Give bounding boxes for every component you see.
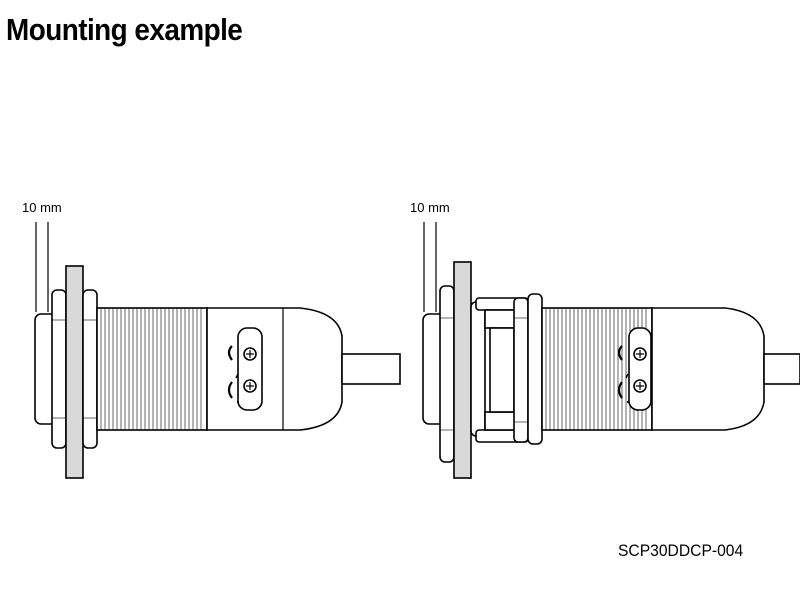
sensor-right-indicator-2 [617,381,623,399]
sensor-left-potentiometer-2 [243,379,257,393]
sensor-right-mounting-panel [453,261,472,479]
sensor-right-potentiometer-1 [633,347,647,361]
sensor-left-thread-lines [100,308,202,430]
sensor-right-potentiometer-2 [633,379,647,393]
dimension-label-right: 10 mm [410,200,450,215]
sensor-right-rear-housing [651,307,765,431]
sensor-left-cable [341,353,401,385]
sensor-right-thread-lines [545,308,647,430]
sensor-left-indicator-1 [227,345,233,361]
sensor-right-front-nut [439,285,455,463]
sensor-right-rear-nut [470,301,486,437]
sensor-left [34,222,401,479]
sensor-right-indicator-1 [617,345,623,361]
sensor-right-adjust-window [628,327,652,411]
sensor-right-lock-nut [527,293,543,445]
sensor-left-threaded-body [96,307,208,431]
sensor-left-adjust-window [237,327,263,411]
sensor-left-rear-housing [206,307,343,431]
dimension-label-left: 10 mm [22,200,62,215]
page-title: Mounting example [6,12,243,47]
sensor-left-front-nut [51,289,67,449]
drawing-code: SCP30DDCP-004 [618,541,744,560]
sensor-left-potentiometer-1 [243,347,257,361]
sensor-left-mounting-panel [65,265,84,479]
sensor-right-cable [763,353,800,385]
sensor-left-indicator-2 [227,381,233,399]
sensor-right [422,222,800,479]
sensor-left-rear-nut [82,289,98,449]
